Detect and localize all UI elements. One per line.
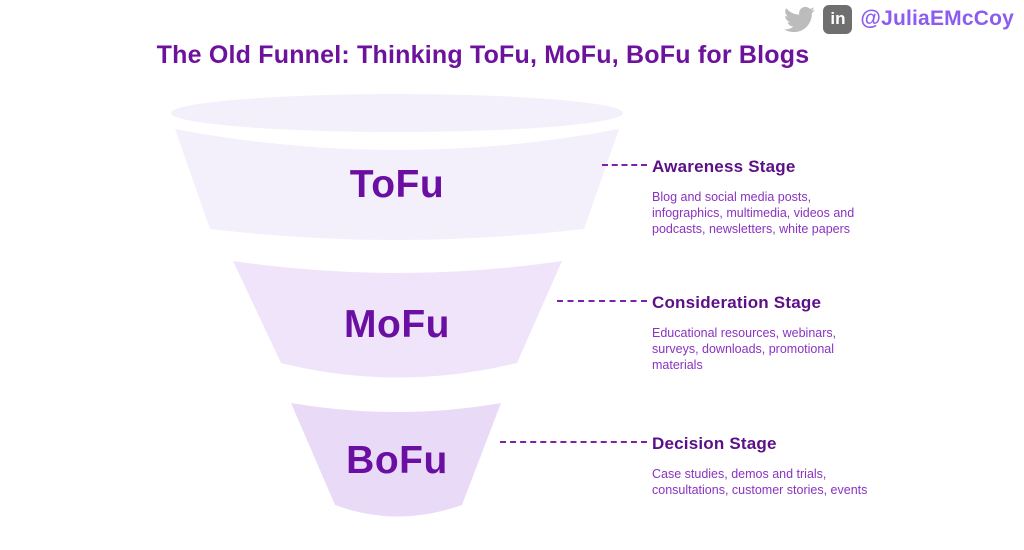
dash-connector-decision: [500, 441, 647, 443]
funnel-label-tofu: ToFu: [349, 163, 445, 206]
funnel-section-tofu: [175, 129, 619, 240]
social-handle[interactable]: @JuliaEMcCoy: [860, 7, 1014, 30]
stage-title-decision: Decision Stage: [652, 434, 777, 453]
description-line: surveys, downloads, promotional: [652, 342, 835, 356]
funnel-section-bofu: [291, 403, 501, 517]
linkedin-icon[interactable]: in: [823, 4, 853, 34]
description-line: Case studies, demos and trials,: [652, 467, 827, 481]
funnel-section-mofu: [233, 261, 562, 378]
funnel-top-rim: [171, 94, 623, 132]
funnel-label-bofu: BoFu: [346, 439, 448, 482]
stage-awareness: Awareness Stage Blog and social media po…: [602, 157, 902, 237]
description-line: Blog and social media posts,: [652, 190, 812, 204]
description-line: infographics, multimedia, videos and: [652, 206, 855, 220]
funnel-label-mofu: MoFu: [344, 303, 450, 346]
twitter-icon[interactable]: [784, 4, 816, 35]
dash-connector-consideration: [557, 300, 647, 302]
stage-consideration: Consideration Stage Educational resource…: [557, 293, 902, 373]
description-line: consultations, customer stories, events: [652, 483, 868, 497]
stage-decision: Decision Stage Case studies, demos and t…: [500, 434, 902, 498]
description-line: Educational resources, webinars,: [652, 326, 837, 340]
page-title: The Old Funnel: Thinking ToFu, MoFu, BoF…: [156, 41, 810, 69]
stage-description-consideration: Educational resources, webinars, surveys…: [652, 325, 902, 373]
social-bar: in @JuliaEMcCoy: [784, 2, 1014, 36]
description-line: materials: [652, 358, 703, 372]
stage-title-consideration: Consideration Stage: [652, 293, 822, 312]
dash-connector-awareness: [602, 164, 647, 166]
description-line: podcasts, newsletters, white papers: [652, 222, 851, 236]
stage-description-awareness: Blog and social media posts, infographic…: [652, 189, 902, 237]
stage-title-awareness: Awareness Stage: [652, 157, 796, 176]
stage-description-decision: Case studies, demos and trials, consulta…: [652, 466, 902, 498]
